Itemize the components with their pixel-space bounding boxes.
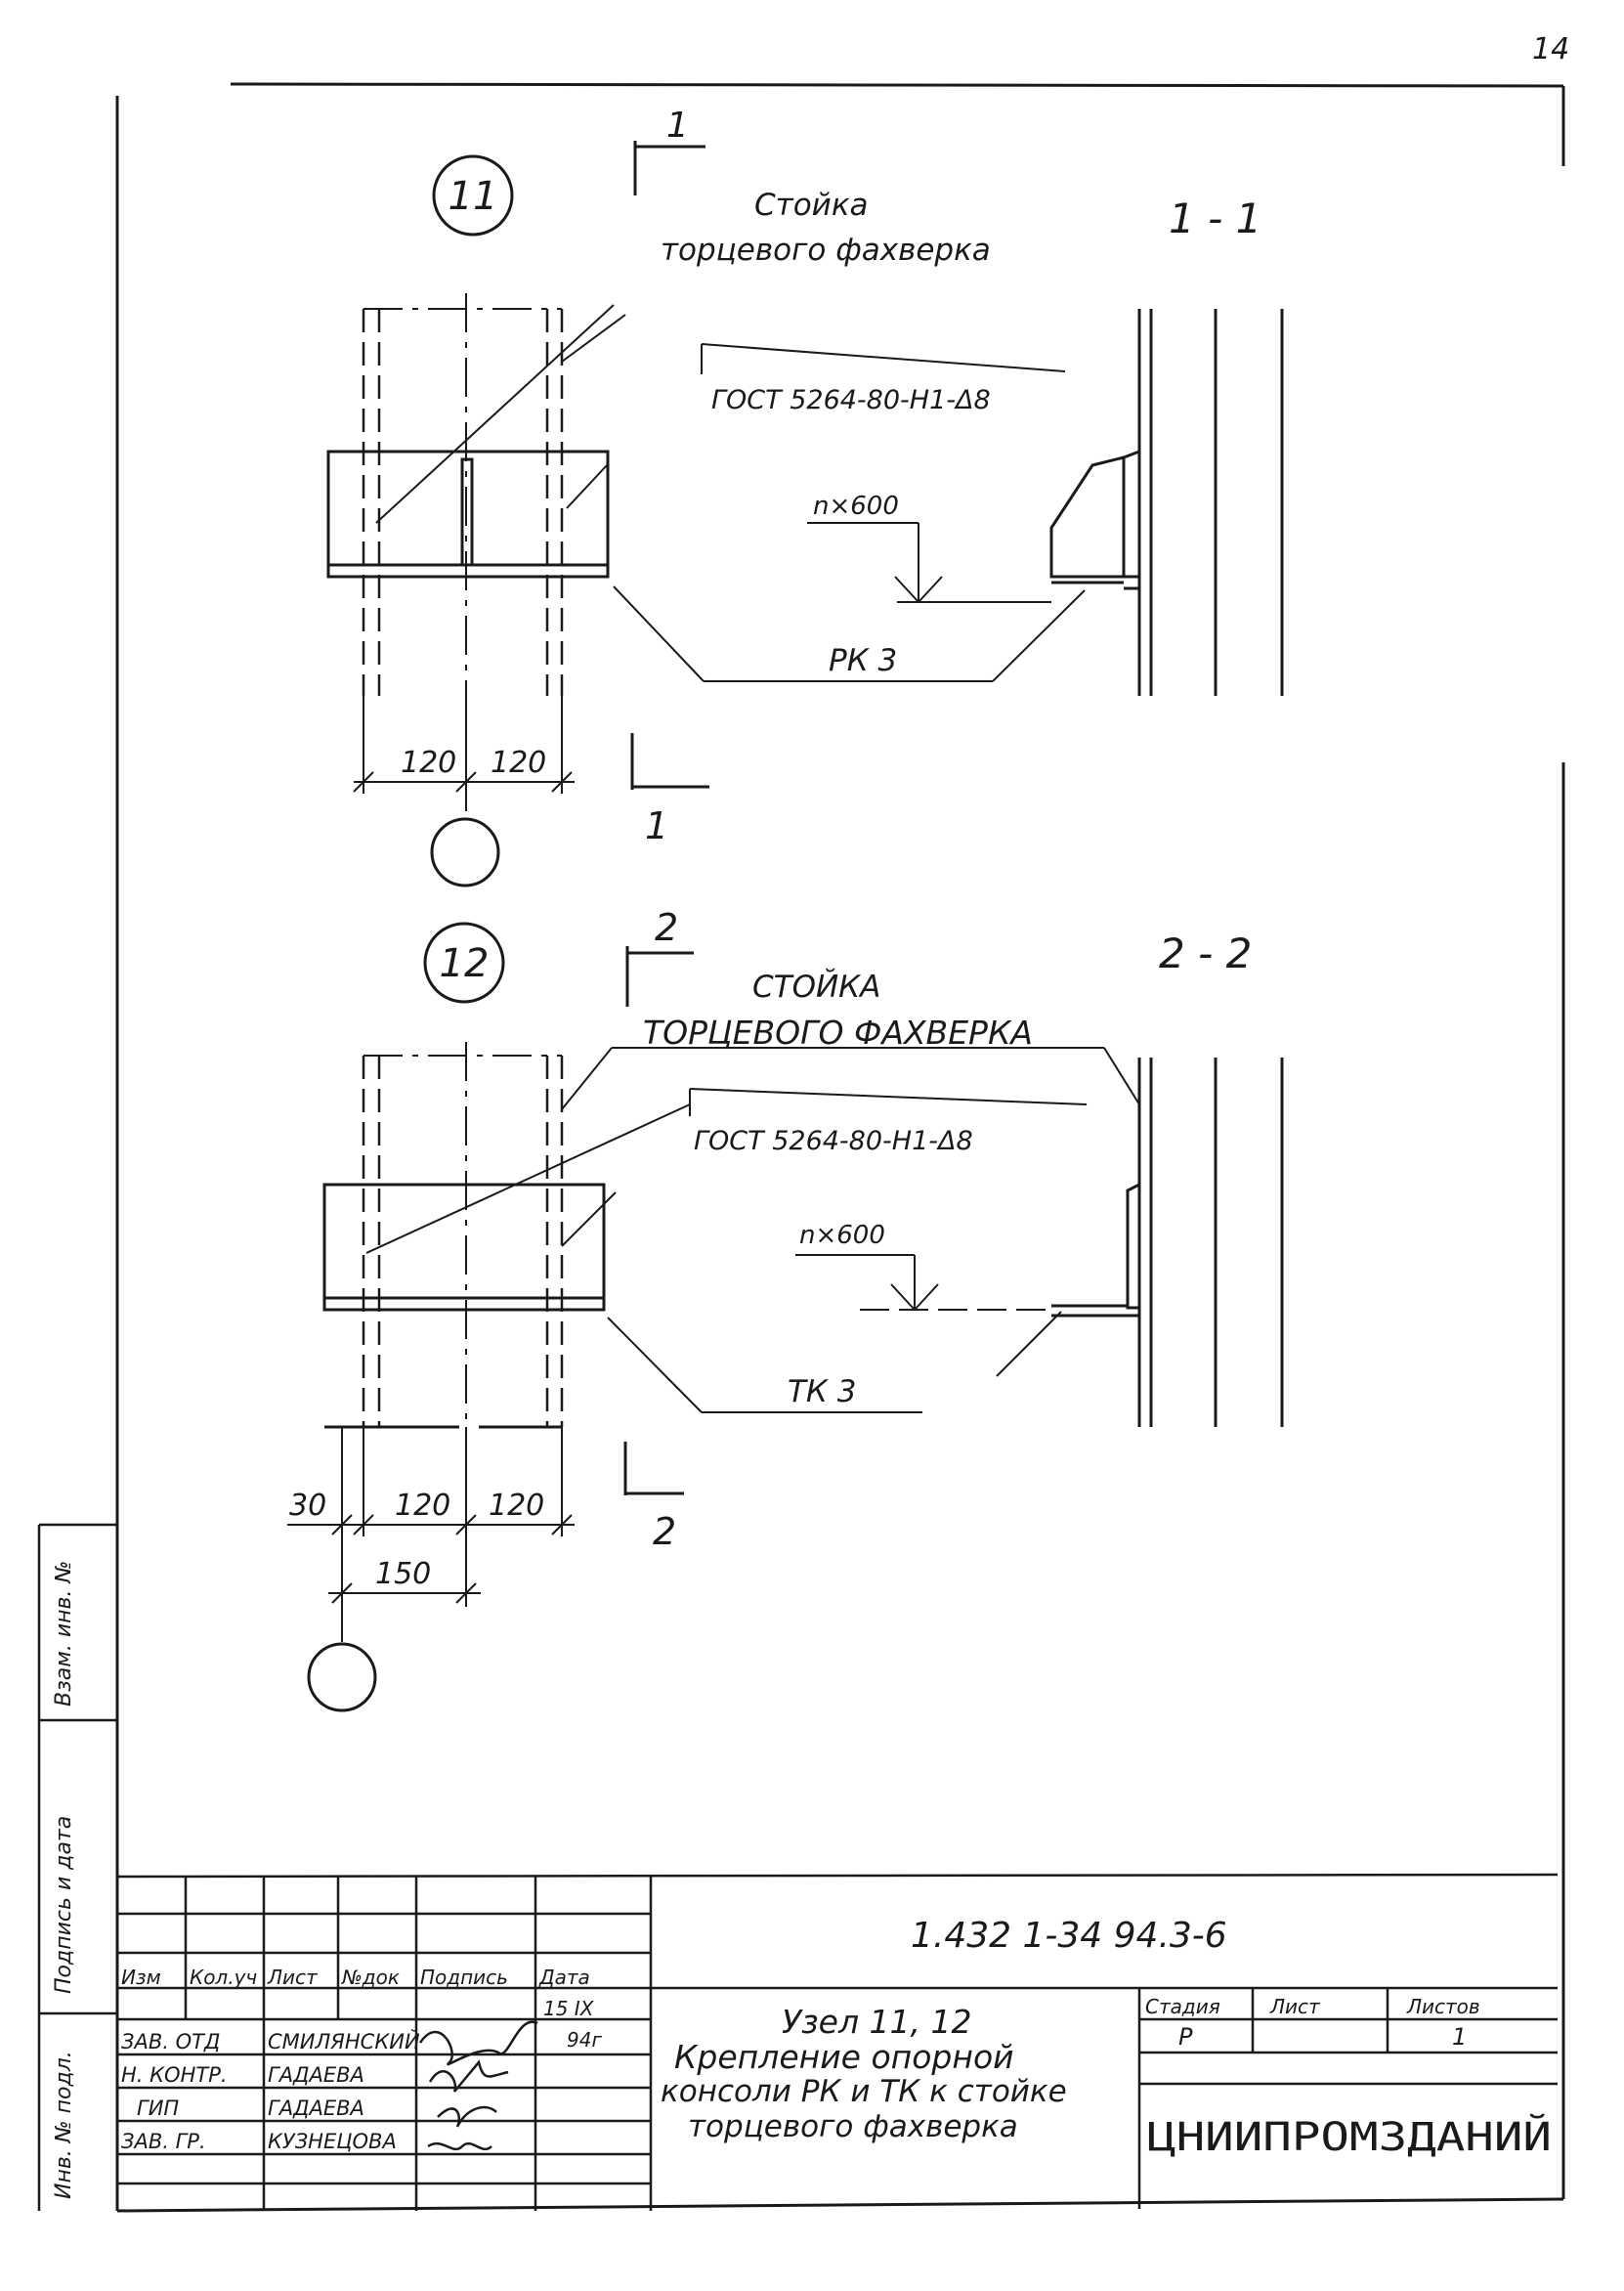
axis-marker-11 [430, 817, 500, 887]
row-4-role: ЗАВ. ГР. [121, 2130, 206, 2153]
document-code: 1.432 1-34 94.3-6 [911, 1916, 1227, 1956]
stage-value: Р [1178, 2023, 1193, 2051]
section-1-1-column [1137, 309, 1284, 696]
title-line-1: Узел 11, 12 [782, 2003, 972, 2041]
weld-note-11: ГОСТ 5264-80-Н1-Δ8 [711, 385, 991, 415]
title-line-4: торцевого фахверка [688, 2109, 1018, 2144]
pitch-marker-12 [795, 1254, 1051, 1311]
weld-note-12: ГОСТ 5264-80-Н1-Δ8 [694, 1126, 973, 1156]
signatures [418, 2020, 538, 2151]
node-11-marker [432, 154, 514, 237]
section-2-2-column [1137, 1058, 1284, 1427]
dimension-12 [287, 1427, 575, 1642]
header-izm: Изм [121, 1966, 161, 1989]
pitch-label-12: n×600 [799, 1221, 885, 1250]
row-4-name: КУЗНЕЦОВА [268, 2130, 397, 2153]
part-label-11: РК 3 [829, 643, 897, 678]
pitch-marker-11 [807, 522, 1051, 603]
margin-inv-no: Инв. № подл. [52, 2051, 76, 2199]
dim-11-left: 120 [401, 746, 456, 780]
title-block [116, 1873, 1559, 2211]
column-11-hidden-lines [362, 309, 564, 696]
stage-header: Стадия [1145, 1995, 1220, 2018]
row-1-name: СМИЛЯНСКИЙ [268, 2029, 420, 2053]
cut-mark-2-bottom [623, 1442, 684, 1495]
node-12-label-line2: ТОРЦЕВОГО ФАХВЕРКА [643, 1014, 1033, 1052]
node-11: 11 1 1 Стойка торцевого фахверка 1 - 1 [326, 106, 1284, 887]
row-2-name: ГАДАЕВА [268, 2063, 364, 2087]
cut-label-2-bottom: 2 [653, 1510, 676, 1553]
node-12: 12 2 2 СТОЙКА ТОРЦЕВОГО ФАХВЕРКА 2 - 2 [287, 906, 1284, 1712]
margin-replaced-inv: Взам. инв. № [52, 1561, 76, 1707]
row-3-name: ГАДАЕВА [268, 2096, 364, 2120]
section-2-2-console [1051, 1183, 1140, 1318]
dimension-11 [353, 696, 575, 811]
node-11-label-line1: Стойка [754, 188, 869, 223]
node-12-marker [423, 922, 505, 1004]
leaders-11 [375, 304, 1086, 682]
section-1-1-console [1049, 450, 1140, 590]
header-doc-no: №док [341, 1966, 400, 1989]
dim-11-right: 120 [491, 746, 546, 780]
axis-marker-12 [307, 1642, 377, 1712]
leaders-12 [365, 1047, 1140, 1413]
cut-label-1-top: 1 [666, 106, 689, 146]
row-1-role: ЗАВ. ОТД [121, 2030, 220, 2053]
row-1-date: 94г [567, 2028, 602, 2052]
title-line-3: консоли РК и ТК к стойке [661, 2074, 1067, 2109]
header-date: Дата [538, 1966, 590, 1989]
row-3-role: ГИП [137, 2096, 179, 2120]
cut-mark-2-top [625, 946, 694, 1007]
sheets-header: Листов [1406, 1995, 1480, 2018]
sheet-frame [115, 82, 1565, 2213]
part-label-12: ТК 3 [788, 1374, 857, 1409]
header-signature: Подпись [420, 1966, 508, 1989]
header-kol-uch: Кол.уч [190, 1966, 257, 1989]
row-2-role: Н. КОНТР. [121, 2063, 228, 2087]
cut-mark-1-bottom [630, 733, 709, 790]
section-1-1-title: 1 - 1 [1169, 195, 1261, 242]
cut-mark-1-top [633, 141, 705, 195]
column-12-hidden-lines [362, 1056, 564, 1427]
pitch-label-11: n×600 [813, 492, 899, 521]
node-11-label-line2: торцевого фахверка [661, 233, 991, 268]
dim-12-offset: 30 [289, 1489, 326, 1523]
dim-12-total: 150 [375, 1557, 431, 1591]
row-0-date: 15 IX [543, 1997, 595, 2020]
organization-name: ЦНИИПРОМЗДАНИЙ [1147, 2113, 1552, 2160]
cut-label-2-top: 2 [655, 906, 678, 949]
title-line-2: Крепление опорной [674, 2038, 1014, 2076]
node-11-number: 11 [449, 174, 498, 219]
dim-12-right: 120 [489, 1489, 544, 1523]
left-margin-strip [37, 1523, 117, 2211]
column-11-axis [363, 293, 562, 723]
section-2-2-title: 2 - 2 [1159, 929, 1252, 977]
console-11-plate [326, 450, 610, 579]
margin-signature-date: Подпись и дата [52, 1816, 76, 1994]
sheet-header: Лист [1269, 1995, 1321, 2018]
console-12-plate [322, 1183, 606, 1429]
dim-12-left: 120 [395, 1489, 450, 1523]
column-12-axis [363, 1042, 562, 1442]
header-list: Лист [267, 1966, 319, 1989]
cut-label-1-bottom: 1 [645, 804, 668, 847]
node-12-label-line1: СТОЙКА [752, 970, 880, 1005]
page-number: 14 [1532, 32, 1569, 66]
node-12-number: 12 [440, 941, 490, 986]
sheets-value: 1 [1452, 2023, 1467, 2051]
